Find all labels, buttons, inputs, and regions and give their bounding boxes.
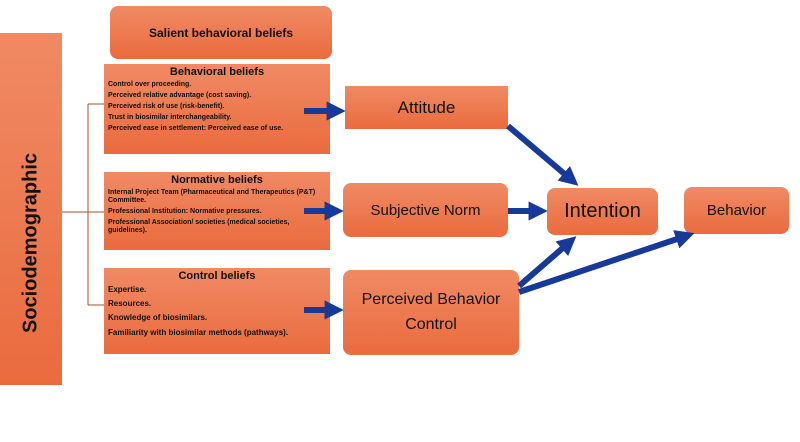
behavioral-belief-item: Trust in biosimilar interchangeability. [108,114,232,122]
normative-beliefs-box: Normative beliefs Internal Project Team … [104,172,330,250]
subjective-norm-node: Subjective Norm [343,183,508,237]
control-belief-item: Resources. [108,299,152,309]
control-belief-item: Knowledge of biosimilars. [108,313,208,323]
normative-beliefs-title: Normative beliefs [171,174,263,186]
control-beliefs-title: Control beliefs [178,270,256,282]
arrow-pbc-to-intention [517,236,577,289]
arrow-pbc-to-behavior [518,230,695,295]
attitude-node: Attitude [345,86,508,129]
behavior-node: Behavior [684,187,789,234]
intention-node: Intention [547,188,658,235]
sociodemographic-bracket [62,103,104,306]
normative-belief-item: Professional Association/ societies (med… [108,219,290,235]
behavioral-belief-item: Perceived ease in settlement: Perceived … [108,125,284,133]
perceived-behavior-control-node: Perceived Behavior Control [343,270,519,355]
behavioral-beliefs-title: Behavioral beliefs [169,66,265,78]
normative-belief-item: Professional Institution: Normative pres… [108,208,262,216]
behavioral-belief-item: Control over proceeding. [108,81,192,88]
behavioral-beliefs-box: Behavioral beliefs Control over proceedi… [104,64,330,154]
arrow-attitude-to-intention [506,123,579,186]
normative-belief-item: Internal Project Team (Pharmaceutical an… [108,189,316,205]
pbc-line-1: Perceived Behavior [361,290,501,308]
control-belief-item: Familiarity with biosimilar methods (pat… [108,327,289,337]
control-belief-item: Expertise. [108,285,147,294]
sociodemographic-bar: Sociodemographic [0,33,62,385]
behavioral-belief-item: Perceived risk of use (risk-benefit). [108,103,225,111]
pbc-line-2: Control [405,315,457,333]
control-beliefs-box: Control beliefs Expertise. Resources. Kn… [104,268,330,354]
salient-beliefs-header: Salient behavioral beliefs [110,6,332,59]
sociodemographic-label: Sociodemographic [19,152,42,334]
behavioral-belief-item: Perceived relative advantage (cost savin… [108,92,252,100]
